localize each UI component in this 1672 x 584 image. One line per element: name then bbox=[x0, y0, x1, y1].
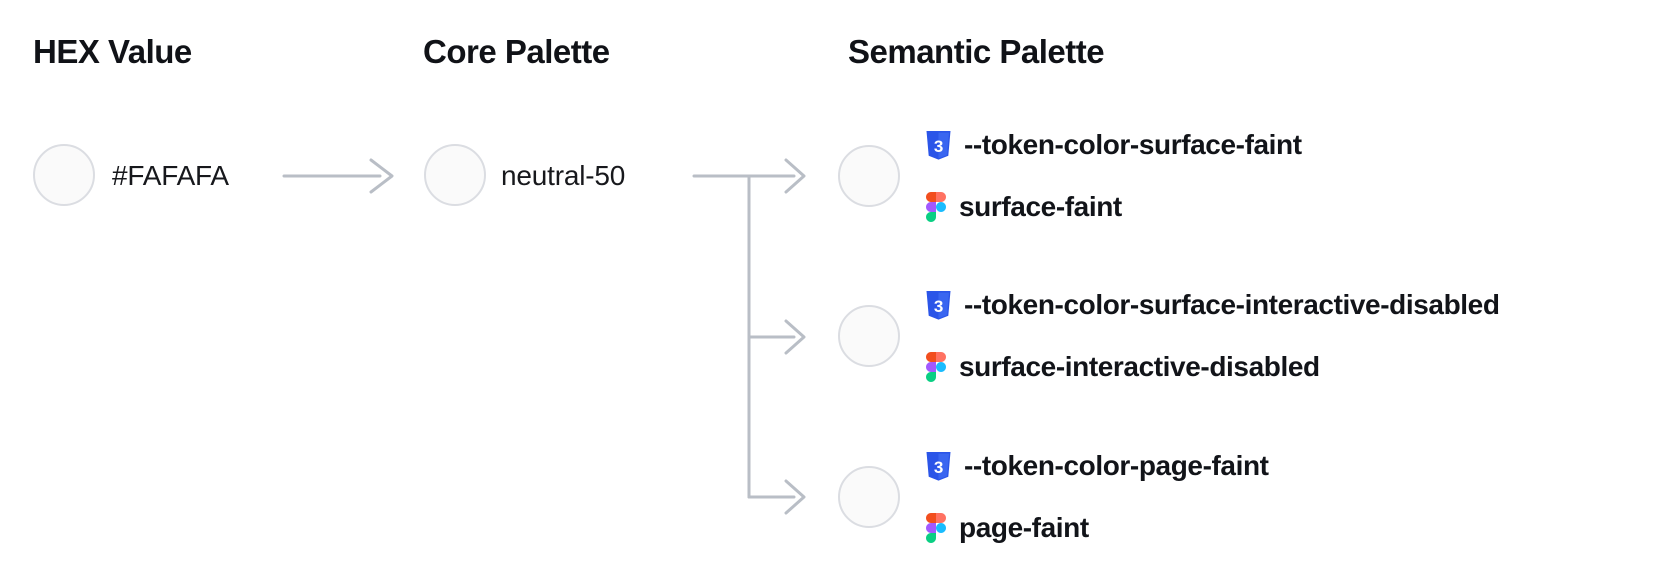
figma-style-line: surface-interactive-disabled bbox=[926, 351, 1500, 383]
figma-style-name: surface-interactive-disabled bbox=[959, 351, 1320, 382]
svg-text:3: 3 bbox=[934, 458, 943, 477]
figma-style-name: page-faint bbox=[959, 512, 1089, 543]
figma-style-line: surface-faint bbox=[926, 191, 1302, 223]
semantic-color-swatch bbox=[838, 145, 900, 207]
figma-style-name: surface-faint bbox=[959, 191, 1122, 222]
branch-trunk bbox=[692, 174, 751, 499]
core-color-swatch bbox=[424, 144, 486, 206]
arrowhead-branch-3 bbox=[784, 479, 806, 515]
semantic-column-header: Semantic Palette bbox=[848, 33, 1105, 70]
semantic-color-swatch bbox=[838, 466, 900, 528]
css-variable-name: --token-color-surface-faint bbox=[964, 129, 1302, 160]
hex-column-header: HEX Value bbox=[33, 33, 192, 70]
semantic-token-item: 3 --token-color-surface-interactive-disa… bbox=[926, 289, 1500, 383]
figma-logo-icon bbox=[926, 192, 946, 222]
css-variable-name: --token-color-page-faint bbox=[964, 450, 1269, 481]
figma-logo-icon bbox=[926, 352, 946, 382]
arrowhead-branch-2 bbox=[784, 319, 806, 355]
css-variable-line: 3 --token-color-surface-interactive-disa… bbox=[926, 289, 1500, 321]
hex-color-swatch bbox=[33, 144, 95, 206]
semantic-token-item: 3 --token-color-surface-faint surface-fa… bbox=[926, 129, 1302, 223]
semantic-token-item: 3 --token-color-page-faint page-faint bbox=[926, 450, 1269, 544]
css3-shield-icon: 3 bbox=[926, 130, 951, 160]
css-variable-name: --token-color-surface-interactive-disabl… bbox=[964, 289, 1500, 320]
semantic-color-swatch bbox=[838, 305, 900, 367]
figma-style-line: page-faint bbox=[926, 512, 1269, 544]
svg-text:3: 3 bbox=[934, 297, 943, 316]
figma-logo-icon bbox=[926, 513, 946, 543]
css-variable-line: 3 --token-color-page-faint bbox=[926, 450, 1269, 482]
arrowhead-branch-1 bbox=[784, 158, 806, 194]
core-column-header: Core Palette bbox=[423, 33, 610, 70]
css3-shield-icon: 3 bbox=[926, 290, 951, 320]
hex-value-label: #FAFAFA bbox=[112, 160, 229, 191]
css3-shield-icon: 3 bbox=[926, 451, 951, 481]
core-value-label: neutral-50 bbox=[501, 160, 626, 191]
arrowhead-hex-to-core bbox=[369, 158, 394, 194]
svg-text:3: 3 bbox=[934, 137, 943, 156]
css-variable-line: 3 --token-color-surface-faint bbox=[926, 129, 1302, 161]
